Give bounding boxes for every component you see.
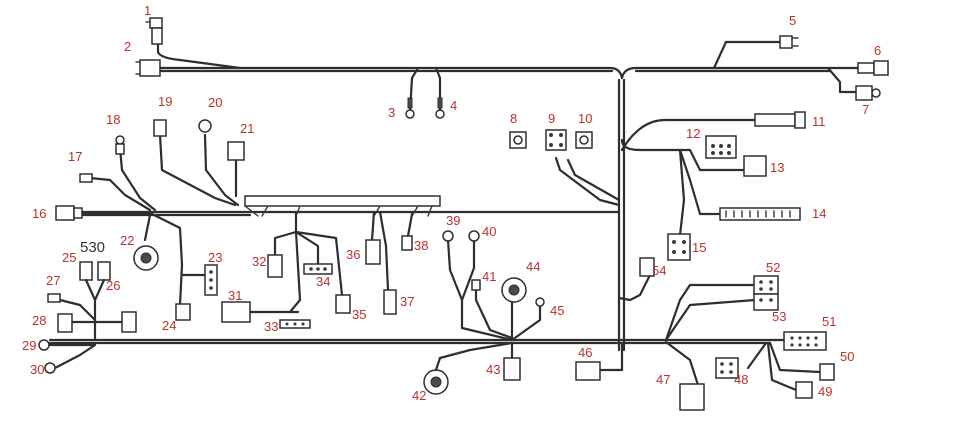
callout-20: 20 [208, 95, 222, 110]
callout-5: 5 [789, 13, 796, 28]
code-label: 530 [80, 239, 105, 256]
connector-group-5-6-7 [712, 35, 889, 101]
callout-42: 42 [412, 388, 426, 403]
callout-49: 49 [818, 384, 832, 399]
callout-51: 51 [822, 314, 836, 329]
callout-36: 36 [346, 247, 360, 262]
callout-40: 40 [482, 224, 496, 239]
callout-46: 46 [578, 345, 592, 360]
callout-54: 54 [652, 263, 666, 278]
callout-32: 32 [252, 254, 266, 269]
main-trunks [48, 66, 862, 352]
callout-35: 35 [352, 307, 366, 322]
connector-group-23 [180, 264, 218, 296]
callout-44: 44 [526, 259, 540, 274]
callout-21: 21 [240, 121, 254, 136]
callout-4: 4 [450, 98, 457, 113]
callout-53: 53 [772, 309, 786, 324]
callout-25: 25 [62, 250, 76, 265]
connector-group-3-4 [405, 66, 445, 119]
callout-3: 3 [388, 105, 395, 120]
callout-30: 30 [30, 362, 44, 377]
callout-14: 14 [812, 206, 826, 221]
connector-group-48-53 [664, 275, 835, 399]
callout-28: 28 [32, 313, 46, 328]
callout-13: 13 [770, 160, 784, 175]
connector-group-8-9-10 [509, 129, 621, 207]
connector-group-36-38 [365, 210, 414, 315]
callout-labels: 1 2 3 4 5 6 7 8 9 10 11 12 13 14 15 16 1… [22, 3, 881, 403]
callout-27: 27 [46, 273, 60, 288]
callout-15: 15 [692, 240, 706, 255]
connector-group-16-22 [55, 119, 245, 321]
callout-39: 39 [446, 213, 460, 228]
callout-16: 16 [32, 206, 46, 221]
connector-group-1-2 [135, 17, 242, 77]
callout-12: 12 [686, 126, 700, 141]
callout-18: 18 [106, 112, 120, 127]
callout-1: 1 [144, 3, 151, 18]
callout-11: 11 [812, 114, 826, 129]
callout-33: 33 [264, 319, 278, 334]
callout-29: 29 [22, 338, 36, 353]
callout-17: 17 [68, 149, 82, 164]
callout-23: 23 [208, 250, 222, 265]
callout-6: 6 [874, 43, 881, 58]
callout-43: 43 [486, 362, 500, 377]
callout-37: 37 [400, 294, 414, 309]
callout-34: 34 [316, 274, 330, 289]
connector-group-39-45 [423, 230, 545, 395]
connector-group-46-47-54 [575, 257, 705, 411]
callout-45: 45 [550, 303, 564, 318]
callout-38: 38 [414, 238, 428, 253]
connector-group-31-35 [221, 210, 351, 329]
callout-26: 26 [106, 278, 120, 293]
callout-52: 52 [766, 260, 780, 275]
harness-duct [244, 195, 441, 217]
callout-24: 24 [162, 318, 176, 333]
callout-8: 8 [510, 111, 517, 126]
connector-group-11-15 [667, 111, 806, 261]
connector-group-25-30 [38, 261, 137, 374]
callout-22: 22 [120, 233, 134, 248]
callout-47: 47 [656, 372, 670, 387]
callout-50: 50 [840, 349, 854, 364]
callout-10: 10 [578, 111, 592, 126]
callout-9: 9 [548, 111, 555, 126]
callout-19: 19 [158, 94, 172, 109]
callout-2: 2 [124, 39, 131, 54]
callout-48: 48 [734, 372, 748, 387]
callout-7: 7 [862, 102, 869, 117]
callout-31: 31 [228, 288, 242, 303]
callout-41: 41 [482, 269, 496, 284]
